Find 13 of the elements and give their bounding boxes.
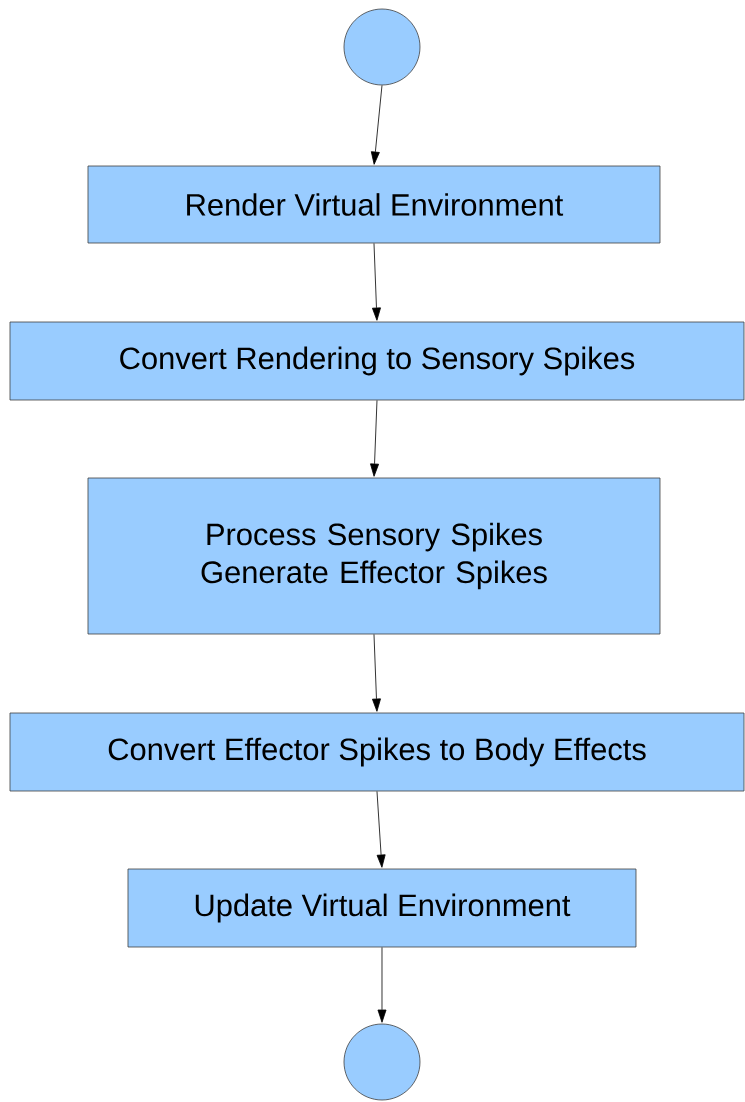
arrow (372, 243, 381, 321)
start-end-circle (343, 8, 421, 86)
process-box: Convert Effector Spikes to Body Effects (9, 712, 745, 792)
arrow (370, 400, 379, 477)
process-box: Process Sensory Spikes Generate Effector Spikes (87, 477, 661, 635)
process-box: Update Virtual Environment (127, 868, 637, 948)
arrow (376, 791, 386, 868)
arrow (377, 947, 387, 1023)
arrow (370, 85, 383, 165)
process-box: Convert Rendering to Sensory Spikes (9, 321, 745, 401)
process-box: Render Virtual Environment (87, 165, 661, 244)
arrow (372, 634, 381, 712)
start-end-circle (343, 1023, 421, 1101)
